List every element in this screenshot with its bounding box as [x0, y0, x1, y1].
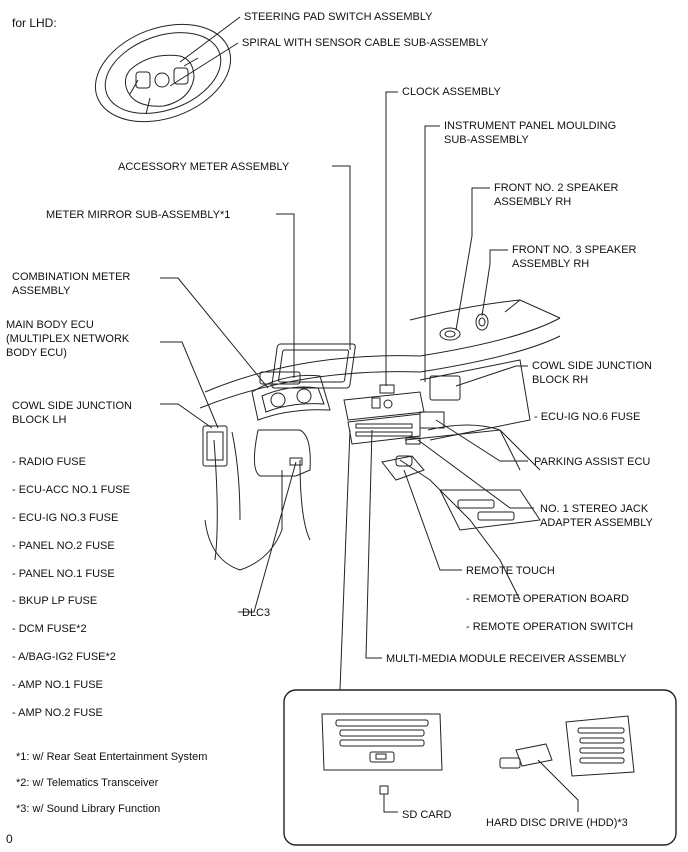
label-cowl-side-rh-1: COWL SIDE JUNCTION — [532, 360, 652, 372]
label-main-body-ecu-1: MAIN BODY ECU — [6, 319, 94, 331]
label-combination-meter-1: COMBINATION METER — [12, 271, 131, 283]
leader-lines — [160, 16, 534, 691]
fuse-list-item: - AMP NO.2 FUSE — [12, 707, 103, 719]
label-meter-mirror: METER MIRROR SUB-ASSEMBLY*1 — [46, 209, 231, 221]
footnote: *1: w/ Rear Seat Entertainment System — [16, 751, 208, 763]
label-spiral-cable: SPIRAL WITH SENSOR CABLE SUB-ASSEMBLY — [242, 37, 489, 49]
label-front-no2-speaker-2: ASSEMBLY RH — [494, 196, 572, 208]
label-instrument-panel-moulding-2: SUB-ASSEMBLY — [444, 134, 529, 146]
label-parking-assist-ecu: PARKING ASSIST ECU — [534, 456, 651, 468]
footnote: *3: w/ Sound Library Function — [16, 803, 161, 815]
label-remote-operation-switch: - REMOTE OPERATION SWITCH — [466, 621, 634, 633]
fuse-list-item: - ECU-IG NO.3 FUSE — [12, 512, 119, 524]
fuse-list-item: - PANEL NO.2 FUSE — [12, 540, 115, 552]
fuse-list-item: - AMP NO.1 FUSE — [12, 679, 103, 691]
label-combination-meter-2: ASSEMBLY — [12, 285, 71, 297]
label-accessory-meter: ACCESSORY METER ASSEMBLY — [118, 161, 290, 173]
label-steering-pad-switch: STEERING PAD SWITCH ASSEMBLY — [244, 11, 433, 23]
label-front-no3-speaker-1: FRONT NO. 3 SPEAKER — [512, 244, 637, 256]
corner-mark: 0 — [6, 832, 13, 846]
label-ecu-ig-no6-fuse: - ECU-IG NO.6 FUSE — [534, 411, 641, 423]
fuse-list-item: - ECU-ACC NO.1 FUSE — [12, 484, 130, 496]
label-sd-card: SD CARD — [402, 809, 452, 821]
label-remote-touch: REMOTE TOUCH — [466, 565, 555, 577]
label-dlc3: DLC3 — [242, 607, 271, 619]
label-main-body-ecu-3: BODY ECU) — [6, 347, 67, 359]
label-cowl-side-rh-2: BLOCK RH — [532, 374, 589, 386]
label-clock: CLOCK ASSEMBLY — [402, 86, 501, 98]
fuse-list-item: - A/BAG-IG2 FUSE*2 — [12, 651, 116, 663]
steering-wheel-illustration — [94, 23, 232, 123]
instrument-panel-illustration — [199, 299, 561, 601]
label-cowl-side-lh-2: BLOCK LH — [12, 414, 67, 426]
label-hdd: HARD DISC DRIVE (HDD)*3 — [486, 817, 628, 829]
label-stereo-jack-1: NO. 1 STEREO JACK — [540, 503, 649, 515]
label-front-no3-speaker-2: ASSEMBLY RH — [512, 258, 590, 270]
label-multimedia-receiver: MULTI-MEDIA MODULE RECEIVER ASSEMBLY — [386, 653, 627, 665]
label-main-body-ecu-2: (MULTIPLEX NETWORK — [6, 333, 130, 345]
inset-box — [283, 689, 677, 846]
fuse-list-item: - PANEL NO.1 FUSE — [12, 568, 115, 580]
footnote: *2: w/ Telematics Transceiver — [16, 777, 159, 789]
fuse-list-item: - RADIO FUSE — [12, 456, 86, 468]
fuse-list-item: - DCM FUSE*2 — [12, 623, 87, 635]
header-title: for LHD: — [12, 16, 57, 30]
label-instrument-panel-moulding-1: INSTRUMENT PANEL MOULDING — [444, 120, 617, 132]
label-stereo-jack-2: ADAPTER ASSEMBLY — [540, 517, 653, 529]
label-front-no2-speaker-1: FRONT NO. 2 SPEAKER — [494, 182, 619, 194]
fuse-list-item: - BKUP LP FUSE — [12, 595, 98, 607]
label-remote-operation-board: - REMOTE OPERATION BOARD — [466, 593, 629, 605]
label-cowl-side-lh-1: COWL SIDE JUNCTION — [12, 400, 132, 412]
